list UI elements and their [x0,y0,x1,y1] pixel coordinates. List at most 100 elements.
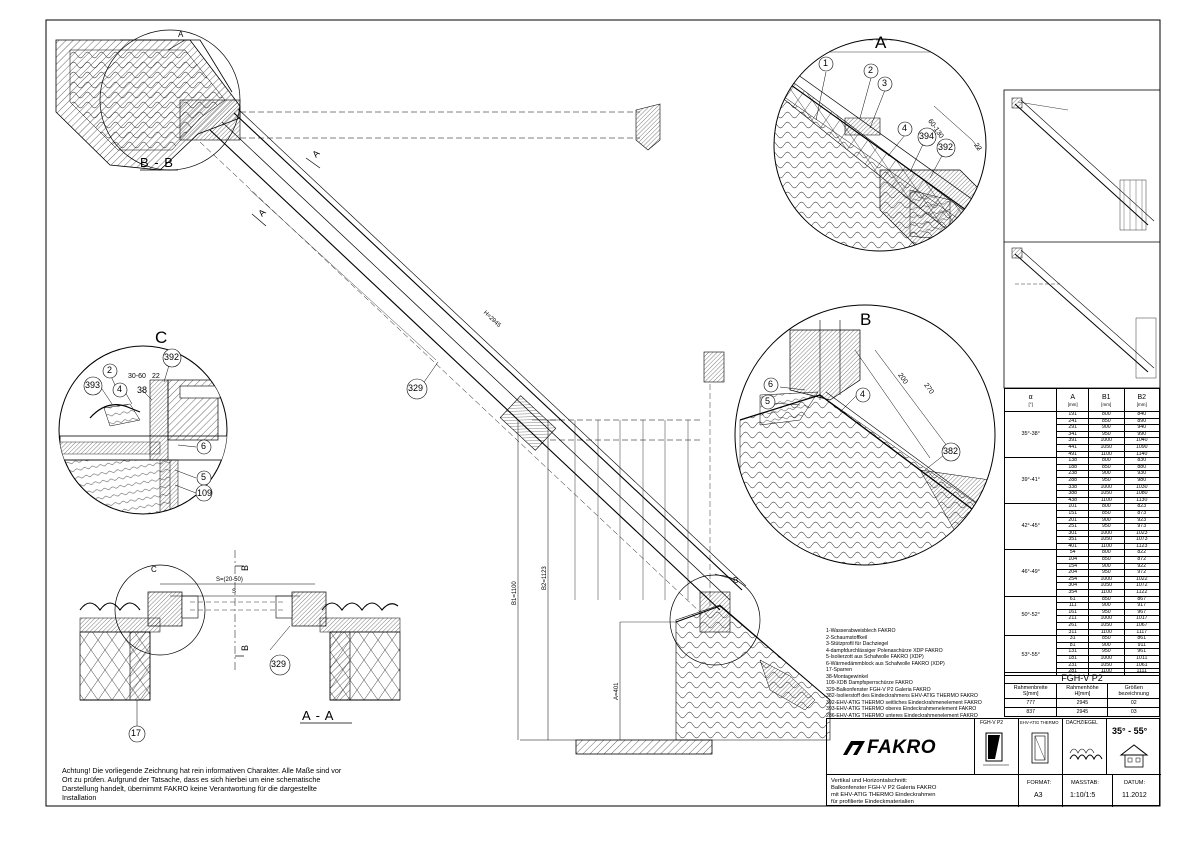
angle-range: 35° - 55° [1112,726,1148,736]
house-icon [1119,744,1149,768]
legend-item: 6-Wärmedämmblock aus Schafwolle FAKRO (X… [826,660,945,667]
part-392-label-a: 392 [938,142,954,152]
angle-group-label: 46°-49° [1003,549,1058,597]
dim-s-range: S=(20-50) [216,577,243,583]
part-6-label-a: 6 [768,379,774,389]
angle-group-label: 42°-45° [1003,503,1058,551]
window-type-label: FGH-V P2 [980,720,1004,726]
part-3-label: 3 [882,78,888,88]
section-b-mark-bottom: B [240,644,250,651]
dim-30-60: 30-60 [128,373,146,380]
part-1-label: 1 [823,58,829,68]
part-6-label-b: 6 [201,441,207,451]
scale-cell: MASSTAB: 1:10/1:5 [1063,775,1113,807]
balloon-4c [112,382,128,398]
part-394-label: 394 [919,131,935,141]
angle-group-label: 53°-55° [1003,635,1058,676]
balloon-393 [83,376,103,396]
table-cell: 151 [1056,509,1090,518]
format-cell: FORMAT: A3 [1019,775,1063,807]
dim-s: S [232,589,237,595]
description-line: Vertikal und Horizontalschnitt: [831,778,908,784]
balloon-329b [269,654,291,676]
part-109-label: 109 [197,488,213,498]
balloon-2 [863,63,879,79]
description-line: Balkonfenster FGH-V P2 Galeria FAKRO [831,785,937,791]
flashing-type-label: EHV-ATIG THERMO [1020,720,1059,725]
header-b2: B2[mm] [1123,388,1160,412]
window-icon [983,732,1009,766]
balloon-5a [760,394,776,410]
side-view-sketches [1003,89,1161,389]
legend-item: 5-Isolierzott aus Schafwolle FAKRO (XDP) [826,654,924,660]
table-cell: 850 [1088,509,1125,518]
table-cell: 873 [1123,509,1160,518]
size-header-width: Rahmenbreite S[mm] [1003,683,1058,699]
section-c-mark: C [151,565,157,574]
part-393-label: 393 [85,380,101,390]
flashing-type-cell: EHV-ATIG THERMO [1019,719,1063,775]
window-type-cell: FGH-V P2 [975,719,1019,775]
legend-item: 286-EHV-ATIG THERMO unteres Eindeckrahme… [826,712,978,719]
detail-a-title: A [875,33,887,52]
format-value: A3 [1034,792,1043,799]
balloon-2b [102,363,118,379]
balloon-3 [877,76,893,92]
size-header-size: Größen bezeichnung [1107,683,1160,699]
part-2-label-b: 2 [107,365,113,375]
table-cell: 1111 [1123,668,1160,676]
balloon-392b [162,348,182,368]
date-label: DATUM: [1124,780,1146,786]
header-b1: B1[mm] [1088,388,1125,412]
dim-a: A=401 [614,682,620,700]
legend-item: 1-Wasserabweisblech FAKRO [826,628,896,634]
part-4-label-c: 4 [117,384,123,394]
balloon-4a [897,121,913,137]
table-cell: 2945 [1056,707,1109,717]
brand-name: FAKRO [867,737,936,758]
balloon-1 [818,56,834,72]
part-4-label-a: 4 [902,123,908,133]
model-name: FGH-V P2 [1004,672,1160,683]
part-382-label: 382 [943,446,959,456]
balloon-109 [195,484,213,502]
part-392-label-b: 392 [164,352,180,362]
balloon-382 [941,442,961,462]
angle-group-label: 39°-41° [1003,457,1058,505]
angle-range-cell: 35° - 55° [1107,719,1161,775]
part-5-label-a: 5 [765,396,771,406]
part-329-label-b: 329 [271,659,287,669]
legend-item: 393-EHV-ATIG THERMO oberes Eindeckrahmen… [826,706,977,712]
balloon-329a [406,378,428,400]
section-b-mark-top: B [240,564,250,571]
angle-group-label: 35°-38° [1003,410,1058,459]
window-diagonal-section [55,29,831,755]
balloon-392a [936,138,956,158]
roof-tile-icon [1069,748,1103,761]
date-cell: DATUM: 11.2012 [1113,775,1161,807]
dim-22-c: 22 [152,373,160,380]
description-cell: Vertikal und Horizontalschnitt: Balkonfe… [827,775,1019,807]
roofing-type-label: DACHZIEGEL [1066,720,1098,726]
roofing-type-cell: DACHZIEGEL [1063,719,1107,775]
legend-item: 38-Montagewinkel [826,673,869,680]
header-alpha: α[°] [1003,388,1058,412]
table-row: 777 2945 02 [1003,698,1160,708]
table-cell: 777 [1003,698,1058,708]
detail-c-title: C [155,328,168,347]
description-text: Vertikal und Horizontalschnitt: Balkonfe… [831,778,1015,806]
legend-item: 392-EHV-ATIG THERMO seitliches Eindeckra… [826,699,982,706]
section-a-a [79,550,401,726]
angle-group-label: 50°-52° [1003,595,1058,637]
table-cell: 02 [1107,698,1160,708]
scale-value: 1:10/1:5 [1070,792,1096,799]
